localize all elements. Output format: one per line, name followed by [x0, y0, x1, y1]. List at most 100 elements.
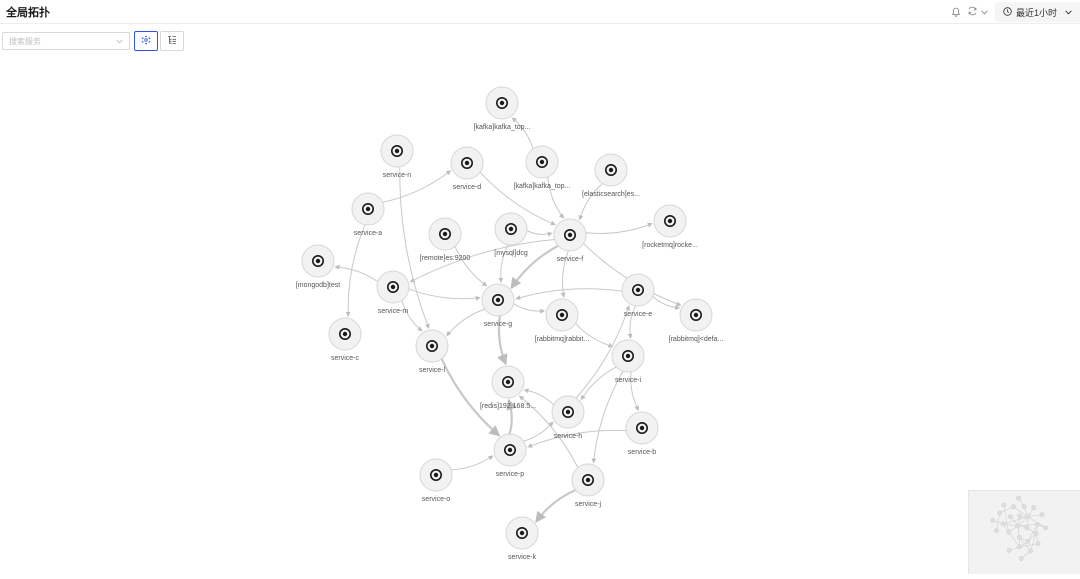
- node-rabbit[interactable]: [rabbitmq]rabbit...: [535, 299, 590, 343]
- node-label: [mongodb]test: [296, 282, 340, 289]
- node-label: service-o: [422, 496, 451, 503]
- node-rabbitdef[interactable]: [rabbitmq]<defa...: [669, 299, 724, 343]
- minimap-edge: [1009, 532, 1020, 547]
- minimap-preview: [969, 491, 1080, 574]
- edge-g-l: [447, 309, 485, 336]
- minimap-node: [1040, 513, 1044, 517]
- minimap-node: [1026, 515, 1030, 519]
- edge-m-mongo: [335, 267, 378, 282]
- node-d[interactable]: service-d: [451, 147, 483, 191]
- node-label: [kafka]kafka_top...: [474, 124, 531, 131]
- edge-p-h: [523, 422, 553, 441]
- minimap-node: [1032, 505, 1036, 509]
- node-es[interactable]: [elasticsearch]es...: [582, 154, 640, 198]
- minimap-node: [1019, 556, 1023, 560]
- minimap-node: [991, 518, 995, 522]
- node-rocket[interactable]: [rocketmq]rocke...: [642, 205, 698, 249]
- minimap-edge: [1018, 524, 1038, 525]
- edge-kafka2-kafka1: [512, 118, 533, 149]
- node-label: [mysql]dcg: [494, 250, 528, 257]
- node-label: service-c: [331, 355, 360, 362]
- node-redis[interactable]: [redis]192.168.5...: [480, 366, 536, 410]
- edge-es-f: [580, 184, 603, 220]
- node-label: service-g: [484, 321, 513, 328]
- minimap-node: [1008, 514, 1012, 518]
- minimap-node: [1043, 526, 1047, 530]
- node-k[interactable]: service-k: [506, 517, 538, 561]
- minimap-node: [1035, 522, 1039, 526]
- edge-l-p: [442, 359, 500, 436]
- node-o[interactable]: service-o: [420, 459, 452, 503]
- minimap-node: [1017, 535, 1021, 539]
- node-b[interactable]: service-b: [626, 412, 658, 456]
- edge-i-j: [594, 371, 624, 463]
- node-e[interactable]: service-e: [622, 274, 654, 318]
- node-label: service-a: [354, 230, 383, 237]
- edge-j-k: [536, 490, 575, 522]
- minimap-node: [1017, 545, 1021, 549]
- minimap[interactable]: [968, 490, 1080, 574]
- node-label: [remote]es:9200: [420, 255, 471, 262]
- minimap-node: [1026, 539, 1030, 543]
- node-n[interactable]: service-n: [381, 135, 413, 179]
- edge-e-g: [516, 289, 622, 299]
- edge-e-rabbitdef: [653, 296, 680, 308]
- node-label: service-h: [554, 433, 583, 440]
- edge-g-rabbit: [514, 304, 545, 311]
- node-label: service-d: [453, 184, 482, 191]
- node-label: service-j: [575, 501, 602, 508]
- minimap-node: [1022, 504, 1026, 508]
- node-label: service-k: [508, 554, 537, 561]
- node-j[interactable]: service-j: [572, 464, 604, 508]
- node-label: service-f: [557, 256, 584, 263]
- node-label: service-b: [628, 449, 657, 456]
- node-label: [elasticsearch]es...: [582, 191, 640, 198]
- node-p[interactable]: service-p: [494, 434, 526, 478]
- node-kafka2[interactable]: [kafka]kafka_top...: [514, 146, 571, 190]
- minimap-node: [1025, 526, 1029, 530]
- edge-mysql-f: [527, 231, 552, 235]
- node-mongo[interactable]: [mongodb]test: [296, 245, 340, 289]
- node-label: [redis]192.168.5...: [480, 403, 536, 410]
- node-c[interactable]: service-c: [329, 318, 361, 362]
- node-label: service-p: [496, 471, 525, 478]
- node-h[interactable]: service-h: [552, 396, 584, 440]
- node-mysql[interactable]: [mysql]dcg: [494, 213, 528, 257]
- minimap-node: [998, 511, 1002, 515]
- node-label: service-i: [615, 377, 642, 384]
- edge-o-p: [451, 456, 493, 470]
- node-kafka1[interactable]: [kafka]kafka_top...: [474, 87, 531, 131]
- minimap-node: [1011, 504, 1015, 508]
- minimap-node: [1016, 496, 1020, 500]
- node-m[interactable]: service-m: [377, 271, 409, 315]
- nodes-layer: [kafka]kafka_top... service-n service-d [ka…: [296, 87, 724, 561]
- node-label: [rocketmq]rocke...: [642, 242, 698, 249]
- minimap-node: [1028, 549, 1032, 553]
- node-label: [rabbitmq]<defa...: [669, 336, 724, 343]
- node-label: [rabbitmq]rabbit...: [535, 336, 590, 343]
- minimap-node: [1018, 514, 1022, 518]
- minimap-node: [1002, 503, 1006, 507]
- minimap-node: [1036, 542, 1040, 546]
- minimap-node: [994, 528, 998, 532]
- node-label: service-l: [419, 367, 446, 374]
- node-remote[interactable]: [remote]es:9200: [420, 218, 471, 262]
- minimap-node: [1007, 548, 1011, 552]
- node-f[interactable]: service-f: [554, 219, 586, 263]
- edge-n-l: [400, 167, 429, 329]
- node-label: service-e: [624, 311, 653, 318]
- node-g[interactable]: service-g: [482, 284, 514, 328]
- node-a[interactable]: service-a: [352, 193, 384, 237]
- node-i[interactable]: service-i: [612, 340, 644, 384]
- edge-remote-g: [455, 246, 487, 285]
- edge-m-g: [409, 289, 480, 299]
- edge-m-l: [402, 300, 422, 331]
- edge-f-rocket: [586, 223, 652, 233]
- node-label: service-m: [378, 308, 409, 315]
- node-l[interactable]: service-l: [416, 330, 448, 374]
- minimap-node: [1016, 524, 1020, 528]
- minimap-node: [1034, 531, 1038, 535]
- minimap-node: [1001, 522, 1005, 526]
- edge-rabbit-i: [576, 323, 613, 346]
